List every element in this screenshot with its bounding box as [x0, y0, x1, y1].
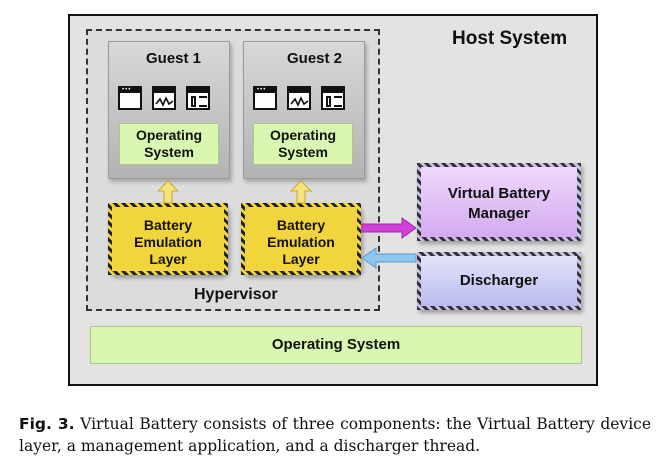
guest-2-title: Guest 2: [287, 50, 343, 67]
host-system-title: Host System: [452, 28, 568, 49]
virtual-battery-manager-box: Virtual Battery Manager: [417, 163, 581, 241]
discharger-box: Discharger: [417, 252, 581, 310]
up-arrow-guest-2: [289, 180, 313, 204]
guest-2-os: Operating System: [253, 123, 353, 165]
battery-emulation-layer-2: Battery Emulation Layer: [241, 203, 361, 275]
bel-2-line2: Emulation: [267, 234, 335, 250]
guest-2-os-line2: System: [278, 144, 328, 160]
discharger-label: Discharger: [459, 272, 539, 289]
arrow-to-manager: [361, 217, 417, 239]
arrow-from-discharger: [361, 247, 417, 269]
caption-label: Fig. 3.: [19, 415, 75, 433]
layout-window-icon: [321, 86, 345, 110]
chart-window-icon: [152, 86, 176, 110]
guest-1-os-line2: System: [144, 144, 194, 160]
guest-2-os-line1: Operating: [269, 127, 337, 143]
guest-1-os-line1: Operating: [135, 127, 203, 143]
caption-text: Virtual Battery consists of three compon…: [19, 415, 651, 455]
layout-window-icon: [186, 86, 210, 110]
guest-1-os: Operating System: [119, 123, 219, 165]
vbm-line2: Manager: [468, 205, 530, 222]
bel-2-line3: Layer: [282, 251, 320, 267]
guest-1-title: Guest 1: [146, 50, 202, 67]
bel-2-line1: Battery: [276, 217, 326, 233]
chart-window-icon: [287, 86, 311, 110]
window-icon: •••: [253, 86, 277, 110]
vbm-line1: Virtual Battery: [447, 185, 551, 202]
battery-emulation-layer-1: Battery Emulation Layer: [108, 203, 228, 275]
bel-1-line1: Battery: [143, 217, 193, 233]
bel-1-line3: Layer: [149, 251, 187, 267]
up-arrow-guest-1: [156, 180, 180, 204]
host-operating-system: Operating System: [90, 326, 582, 364]
hypervisor-label: Hypervisor: [194, 286, 278, 303]
figure-caption: Fig. 3. Virtual Battery consists of thre…: [19, 413, 651, 457]
bel-1-line2: Emulation: [134, 234, 202, 250]
window-icon: •••: [118, 86, 142, 110]
